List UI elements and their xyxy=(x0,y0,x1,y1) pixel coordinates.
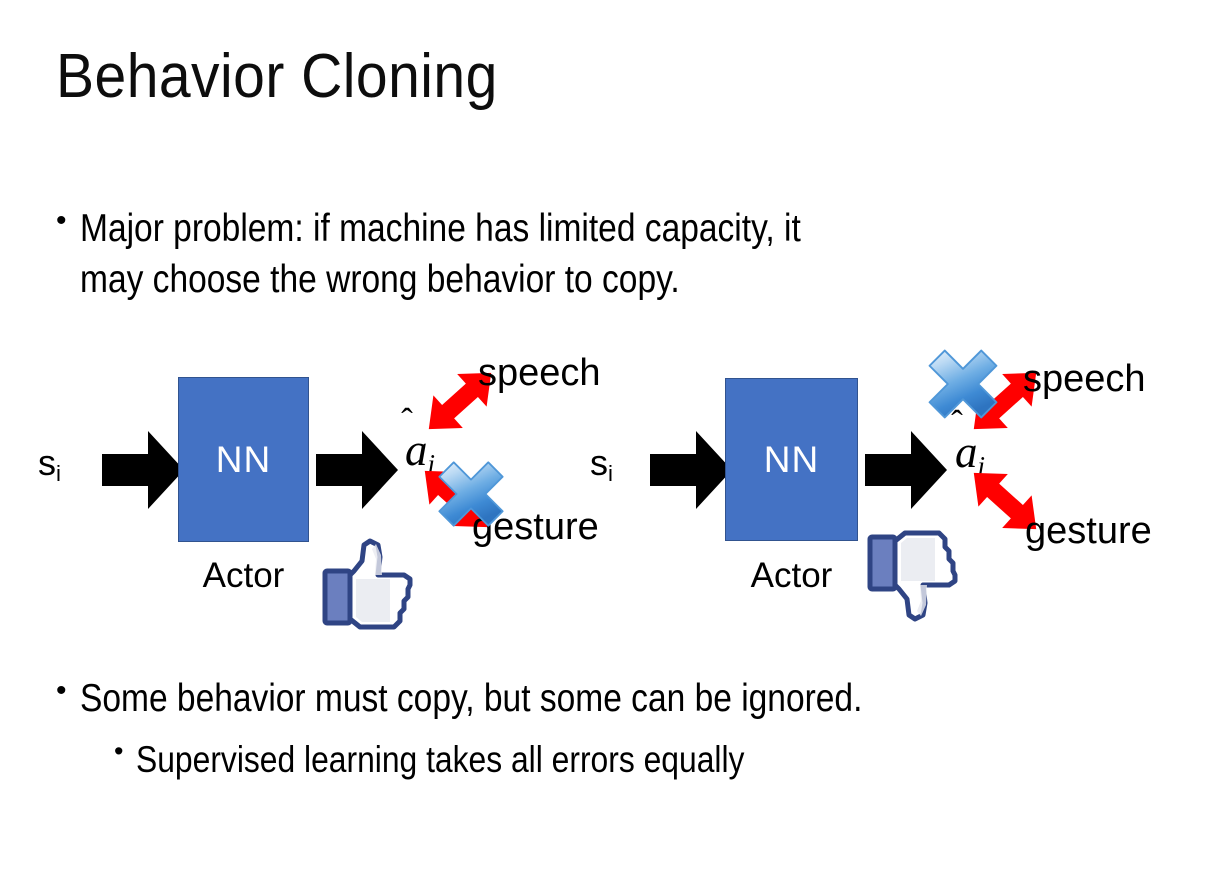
block-arrow-right-icon xyxy=(650,428,732,512)
blue-x-cross-icon-speech-right xyxy=(925,346,1001,422)
branch-label-speech-left: speech xyxy=(478,352,601,394)
blue-x-cross-icon-gesture-left xyxy=(435,458,507,530)
bullet-major-problem: • Major problem: if machine has limited … xyxy=(56,204,1156,305)
nn-box-left: NN xyxy=(178,377,309,542)
diagram-right-bad-case: si NN Actor ̂ ai xyxy=(565,340,1185,640)
block-arrow-right-icon xyxy=(865,428,947,512)
actor-label-right: Actor xyxy=(750,556,833,595)
block-arrow-right-icon xyxy=(102,428,184,512)
action-subscript: i xyxy=(427,449,436,480)
state-subscript: i xyxy=(56,461,61,487)
state-symbol: s xyxy=(38,442,56,483)
action-output-left: ̂ ai xyxy=(405,425,435,478)
state-label-input-left: si xyxy=(38,442,61,485)
state-subscript: i xyxy=(608,461,613,487)
page-title: Behavior Cloning xyxy=(56,42,498,111)
bullet-some-behavior: • Some behavior must copy, but some can … xyxy=(56,674,1176,725)
bullet-marker-icon: • xyxy=(114,736,124,766)
bullet-text-some-behavior: Some behavior must copy, but some can be… xyxy=(79,677,862,720)
state-symbol: s xyxy=(590,442,608,483)
nn-box-label: NN xyxy=(763,439,820,480)
actor-label-left: Actor xyxy=(202,556,285,595)
bullet-supervised-learning: • Supervised learning takes all errors e… xyxy=(114,736,1174,784)
thumbs-down-icon xyxy=(865,525,965,625)
branch-label-speech-right: speech xyxy=(1023,358,1146,400)
bullet-text-supervised-learning: Supervised learning takes all errors equ… xyxy=(136,739,745,780)
thumbs-up-icon xyxy=(320,535,420,635)
bullet-marker-icon: • xyxy=(56,674,67,707)
bullet-text-major-problem: Major problem: if machine has limited ca… xyxy=(79,207,801,301)
double-headed-arrow-icon-speech-left xyxy=(412,352,508,450)
action-symbol: a xyxy=(405,425,428,475)
nn-box-right: NN xyxy=(725,378,858,541)
action-output-right: ̂ ai xyxy=(955,427,985,480)
action-subscript: i xyxy=(977,451,986,482)
double-headed-arrow-icon-gesture-right xyxy=(957,452,1053,550)
block-arrow-right-icon xyxy=(316,428,398,512)
double-headed-arrow-icon-speech-right xyxy=(957,352,1053,450)
state-label-input-right: si xyxy=(590,442,613,485)
diagram-left-good-case: si NN Actor ̂ ai speech xyxy=(20,340,620,640)
nn-box-label: NN xyxy=(215,439,272,480)
action-symbol: a xyxy=(955,427,978,477)
branch-label-gesture-right: gesture xyxy=(1025,510,1152,552)
bullet-marker-icon: • xyxy=(56,204,67,237)
